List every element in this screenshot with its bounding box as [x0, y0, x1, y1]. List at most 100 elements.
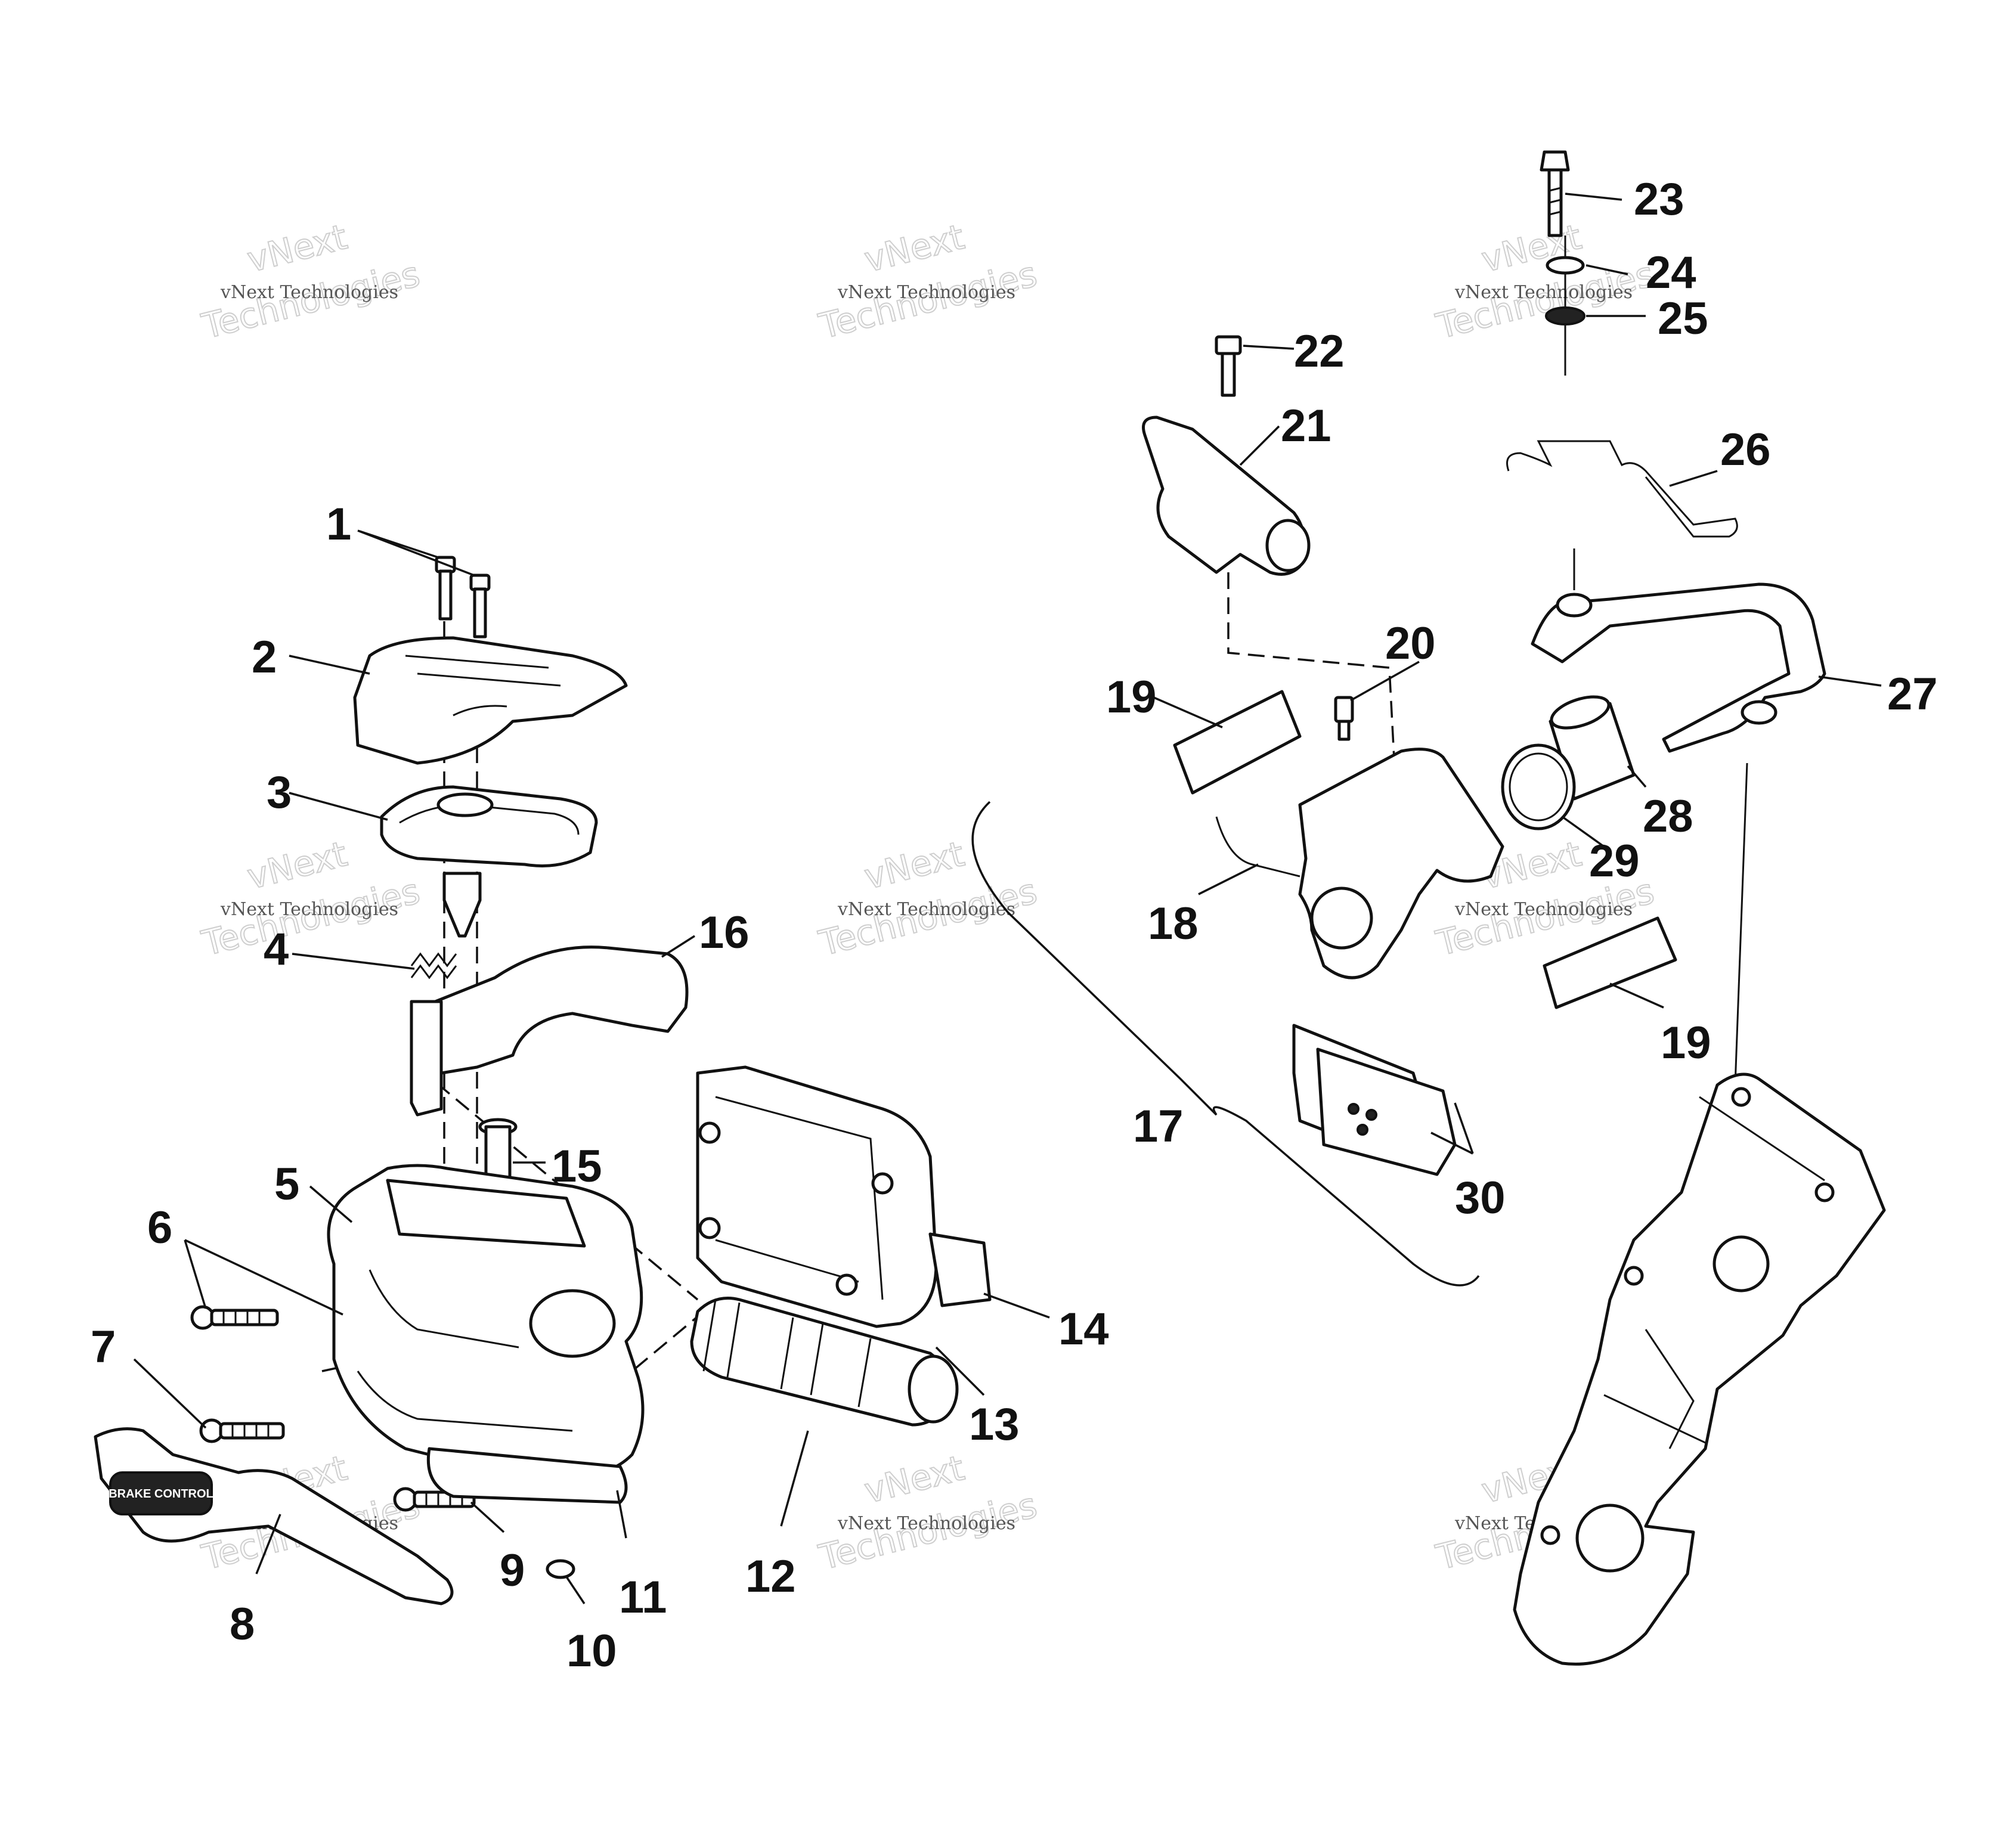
bolt-part-23 — [1540, 150, 1570, 237]
bracket-hole — [1624, 1266, 1644, 1286]
cover-detail — [405, 655, 561, 717]
frame-eyelet — [1556, 593, 1593, 618]
part-label-20: 20 — [1385, 618, 1436, 669]
part-label-13: 13 — [969, 1399, 1020, 1450]
leader — [1243, 345, 1295, 350]
washer-part-10 — [546, 1559, 575, 1579]
part-label-29: 29 — [1589, 836, 1640, 886]
part-label-22: 22 — [1294, 326, 1345, 377]
watermark: vNext Technologies vNext Technologies — [815, 1447, 1042, 1579]
leader — [1627, 765, 1647, 788]
cap-hole — [871, 1172, 894, 1195]
watermark-small: vNext Technologies — [220, 282, 398, 303]
part-label-14: 14 — [1058, 1304, 1109, 1354]
bracket-hinge — [410, 1000, 443, 1117]
leader — [1239, 425, 1280, 466]
bracket-bore — [1712, 1235, 1770, 1292]
spring-part-4 — [410, 952, 457, 979]
leader-lines-left — [133, 529, 1050, 1604]
part-label-30: 30 — [1455, 1173, 1506, 1223]
leader — [1818, 675, 1882, 687]
watermark-small: vNext Technologies — [1454, 899, 1633, 920]
part-label-17: 17 — [1133, 1101, 1184, 1152]
shim-part-19-upper — [1173, 690, 1302, 795]
watermark-large-1: vNext — [860, 1447, 968, 1511]
lever-brand-text: BRAKE CONTROL — [109, 1487, 213, 1501]
brake-pads-part-30 — [1292, 1024, 1457, 1176]
assembly-axis — [1227, 572, 1396, 782]
leader — [1609, 982, 1664, 1009]
washer-part-24 — [1546, 256, 1585, 275]
lever-brand-badge: BRAKE CONTROL — [109, 1471, 213, 1515]
leader — [1585, 264, 1628, 275]
bracket-detail — [1603, 1096, 1825, 1449]
bracket-hole — [1540, 1525, 1560, 1545]
diaphragm-part-3 — [380, 785, 598, 867]
part-label-19-lower: 19 — [1661, 1018, 1711, 1068]
part-label-21: 21 — [1281, 401, 1331, 451]
seal-inner — [1509, 752, 1568, 822]
part-label-11: 11 — [619, 1572, 667, 1623]
screw-part-1 — [435, 556, 491, 638]
watermark-small: vNext Technologies — [837, 282, 1015, 303]
part-label-3: 3 — [267, 767, 292, 818]
watermark-large-1: vNext — [243, 833, 351, 897]
watermark-small: vNext Technologies — [837, 899, 1015, 920]
part-label-24: 24 — [1646, 247, 1696, 298]
part-label-10: 10 — [566, 1626, 617, 1676]
seal-part-29 — [1501, 743, 1576, 830]
lower-body-part-11 — [426, 1447, 628, 1504]
watermark: vNext Technologies vNext Technologies — [197, 833, 425, 965]
body-reservoir-opening — [386, 1179, 586, 1248]
watermark-large-1: vNext — [243, 216, 351, 280]
reservoir-cap-part-13 — [696, 1065, 938, 1328]
part-label-18: 18 — [1148, 898, 1199, 949]
cap-hole — [698, 1121, 721, 1144]
bracket-bore — [1575, 1504, 1645, 1573]
bracket-hole — [1731, 1087, 1751, 1107]
bracket-hole — [1814, 1182, 1835, 1202]
assembly-axis — [1734, 762, 1748, 1086]
part-label-26: 26 — [1720, 424, 1771, 475]
watermark-small: vNext Technologies — [220, 899, 398, 920]
group-bracket-17 — [971, 801, 1480, 1287]
watermark-small: vNext Technologies — [837, 1513, 1015, 1534]
shim-part-19-lower — [1543, 916, 1677, 1009]
part-label-6: 6 — [147, 1202, 172, 1253]
piston-part-12 — [690, 1297, 959, 1427]
leader — [1561, 816, 1605, 848]
diaphragm-boss — [436, 792, 494, 817]
leader — [1153, 696, 1223, 729]
frame-eyelet — [1741, 700, 1777, 725]
watermark-large-1: vNext — [860, 833, 968, 897]
spring-clip-part-26 — [1506, 440, 1738, 538]
washer-part-25 — [1545, 306, 1585, 326]
part-label-16: 16 — [699, 907, 750, 958]
mounting-bracket — [1513, 1072, 1886, 1666]
part-label-15: 15 — [552, 1141, 602, 1192]
part-label-4: 4 — [264, 924, 289, 975]
watermark: vNext Technologies vNext Technologies — [815, 216, 1042, 348]
part-label-25: 25 — [1658, 293, 1708, 344]
cap-hole — [835, 1273, 858, 1296]
screw-part-6 — [190, 1305, 279, 1330]
part-label-7: 7 — [91, 1322, 116, 1372]
watermark-small: vNext Technologies — [1454, 282, 1633, 303]
watermark: vNext Technologies vNext Technologies — [815, 833, 1042, 965]
part-label-28: 28 — [1643, 791, 1693, 842]
bolt-part-22 — [1215, 335, 1242, 397]
part-label-27: 27 — [1887, 669, 1938, 720]
fitting-port — [1265, 519, 1311, 572]
part-label-1: 1 — [326, 499, 351, 550]
reservoir-cover-part-2 — [353, 636, 628, 765]
plunger — [442, 872, 482, 938]
cap-detail — [715, 1096, 884, 1300]
part-number-labels: 1 2 3 4 5 6 7 8 9 10 11 12 13 14 15 16 1… — [91, 174, 1938, 1676]
body-detail — [357, 1269, 573, 1432]
part-label-12: 12 — [745, 1551, 796, 1602]
caliper-hose — [1215, 816, 1300, 878]
assembly-axis — [595, 1310, 705, 1402]
watermark: vNext Technologies vNext Technologies — [197, 216, 425, 348]
part-label-5: 5 — [274, 1159, 299, 1210]
leader — [1430, 1102, 1474, 1155]
